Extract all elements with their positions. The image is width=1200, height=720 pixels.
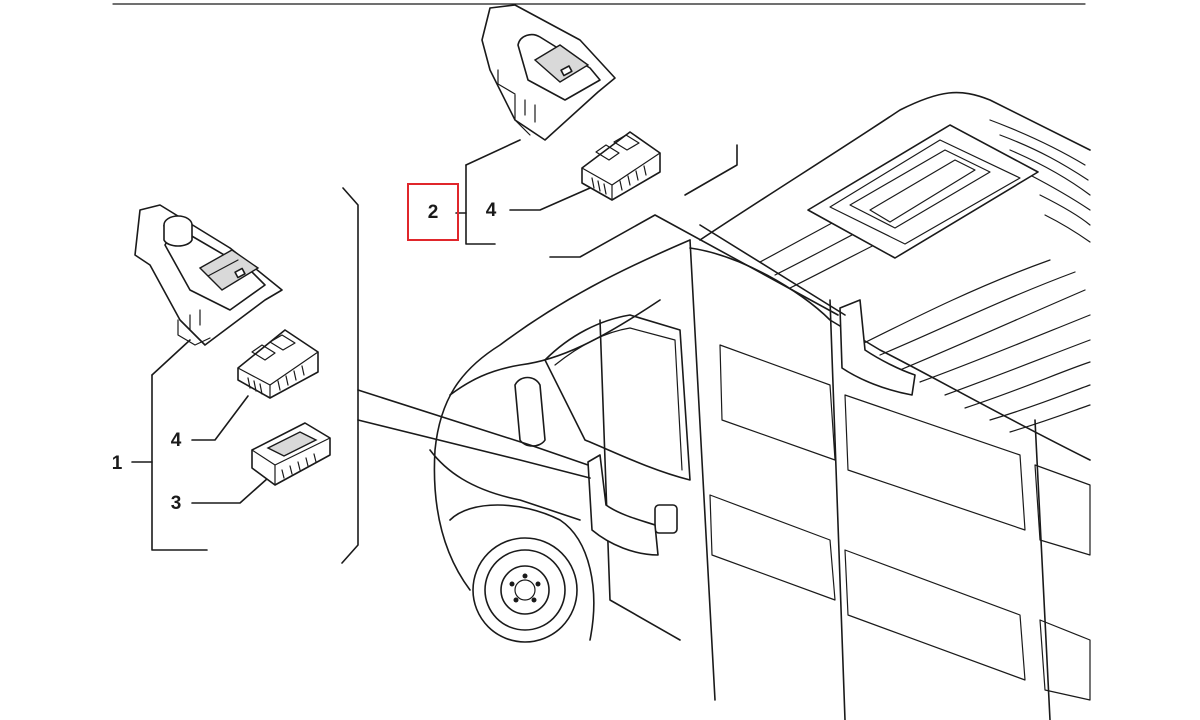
callout-4-left: 4 [171, 430, 182, 451]
callout-2: 2 [428, 202, 439, 223]
roof-hatch [807, 124, 1039, 259]
part-3-connector [251, 422, 331, 486]
driver-door-switch-location [587, 454, 659, 556]
door-handle [654, 504, 678, 534]
side-mirror [514, 376, 546, 447]
side-window [544, 314, 691, 481]
part-2-switch-assembly [481, 4, 616, 141]
part-4-connector-left [237, 329, 319, 399]
front-wheel [472, 537, 578, 643]
part-1-switch-assembly [134, 204, 283, 346]
callout-4-top: 4 [486, 200, 497, 221]
passenger-door-switch-location [839, 299, 916, 396]
callout-2-highlight-box [407, 183, 459, 241]
van-illustration [429, 91, 1091, 720]
leader-lines [131, 139, 846, 564]
roof-ribs [759, 119, 1091, 433]
part-4-connector-top [581, 131, 661, 201]
callout-1: 1 [112, 453, 123, 474]
side-panels [709, 344, 1091, 701]
callout-3: 3 [171, 493, 182, 514]
